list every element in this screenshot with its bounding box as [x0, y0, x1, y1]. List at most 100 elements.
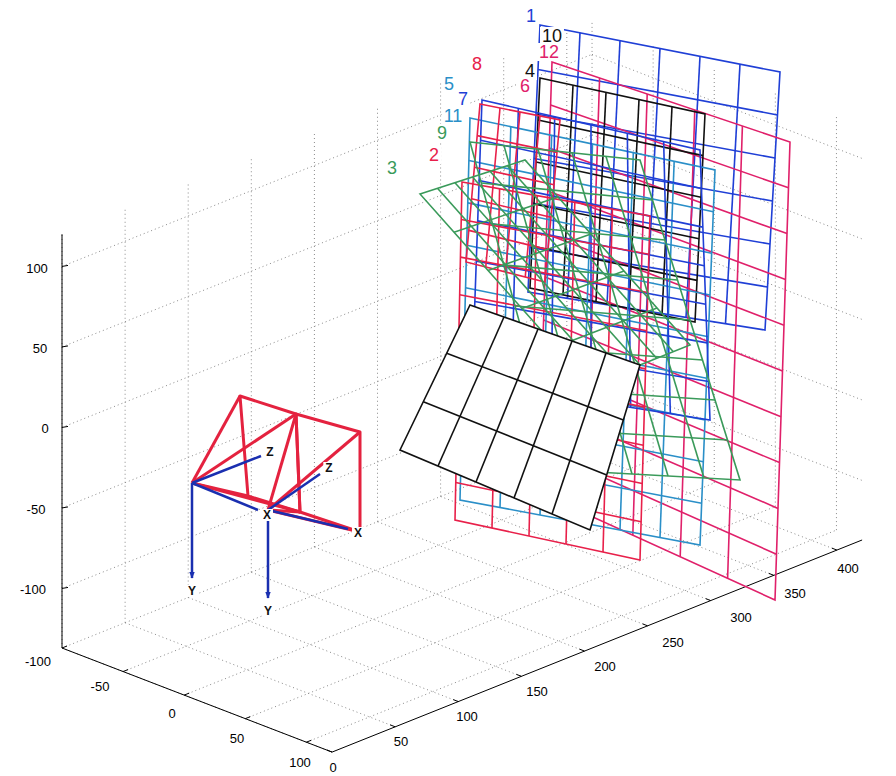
callout-number: 5 [442, 75, 456, 93]
board-grid-line [514, 341, 572, 498]
frustum-edge [268, 510, 360, 532]
grid-line [125, 209, 126, 623]
callout-number: 8 [470, 55, 484, 73]
axis-line [62, 234, 63, 648]
board-grid-line [522, 271, 624, 309]
tick-label: 350 [782, 587, 808, 600]
axis-line [62, 648, 332, 752]
tick-label: 300 [728, 611, 754, 624]
axis-tick [516, 674, 521, 676]
tick-label: 200 [592, 660, 618, 673]
board-outline [400, 305, 640, 530]
tick-label: 100 [454, 710, 480, 723]
z-axis-line [268, 474, 320, 510]
camera-axis-label: Y [262, 605, 274, 617]
callout-number: 11 [442, 107, 465, 125]
axis-tick [62, 646, 67, 648]
tick-label: 0 [166, 707, 177, 720]
axis-tick [832, 548, 837, 550]
tick-label: 50 [228, 732, 246, 745]
axis-tick [62, 507, 68, 508]
camera-frustum [296, 414, 360, 532]
tick-label: 100 [24, 262, 50, 275]
grid-line [188, 598, 458, 702]
board-grid-line [461, 220, 649, 255]
frustum-edge [268, 432, 360, 510]
camera-rig [192, 396, 360, 532]
board-grid-line [488, 234, 591, 270]
grid-line [653, 46, 654, 460]
axis-tick [62, 587, 68, 588]
y-axis-arrow [267, 510, 270, 598]
tick-label: 400 [835, 562, 861, 575]
grid-line [62, 648, 332, 752]
grid-line [125, 623, 395, 727]
tick-label: 50 [392, 735, 410, 748]
board-grid-line [664, 142, 671, 414]
board-grid-line [515, 306, 690, 320]
tick-label: 150 [524, 685, 550, 698]
tick-label: -100 [23, 655, 53, 668]
callout-number: 1 [524, 7, 538, 25]
checkerboard [400, 305, 640, 530]
grid-line [188, 184, 189, 598]
callout-number: 9 [435, 124, 449, 142]
axis-tick [62, 346, 68, 347]
tick-label: 0 [327, 761, 338, 774]
frustum-edge [268, 414, 296, 510]
x-axis-line [192, 483, 258, 510]
callout-number: 6 [518, 77, 532, 95]
axes-box [62, 22, 862, 752]
axis-tick [245, 717, 250, 719]
axis-tick [643, 624, 648, 626]
tick-label: -50 [25, 503, 48, 516]
axis-tick [184, 693, 189, 695]
axis-tick [123, 670, 128, 672]
grid-line [184, 483, 714, 695]
camera-axis-label: Z [323, 462, 334, 474]
checkerboard [466, 104, 560, 282]
tick-label: 50 [31, 342, 49, 355]
grid-line [251, 158, 252, 572]
tick-label: 250 [660, 636, 686, 649]
board-grid-line [423, 402, 606, 475]
axis-tick [390, 725, 395, 727]
callout-number: 3 [385, 159, 399, 177]
board-outline [466, 104, 560, 282]
camera-axis-label: X [352, 527, 364, 539]
frustum-edge [192, 396, 240, 483]
grid-line [62, 234, 63, 648]
grid-line [836, 116, 837, 530]
axis-tick [62, 265, 68, 266]
board-grid-line [447, 353, 624, 420]
camera-axis-label: X [261, 509, 273, 521]
grid-line [245, 507, 775, 719]
board-grid-line [438, 317, 504, 466]
grid-line [714, 69, 715, 483]
camera-axes [192, 456, 348, 598]
tick-label: 0 [39, 422, 50, 435]
camera-axis-label: Z [264, 446, 275, 458]
grid-line [314, 133, 315, 547]
tick-label: 100 [287, 756, 313, 769]
camera-axis-label: Y [186, 585, 198, 597]
axis-tick [769, 573, 774, 575]
callout-number: 2 [427, 146, 441, 164]
board-grid-line [552, 353, 606, 514]
x-axis-line [268, 510, 348, 529]
tick-label: -100 [18, 583, 48, 596]
grid-line [251, 572, 521, 676]
grid-line [306, 530, 836, 742]
board-grid-line [454, 197, 558, 232]
callout-number: 12 [537, 43, 561, 61]
board-grid-line [508, 166, 674, 352]
z-axis-line [192, 456, 261, 483]
board-grid-line [538, 70, 778, 116]
grid-line [62, 135, 592, 347]
axis-tick [62, 426, 68, 427]
axis-tick [306, 740, 311, 742]
grid-line [592, 54, 862, 158]
callout-number: 7 [456, 90, 470, 108]
axis-tick [579, 649, 584, 651]
